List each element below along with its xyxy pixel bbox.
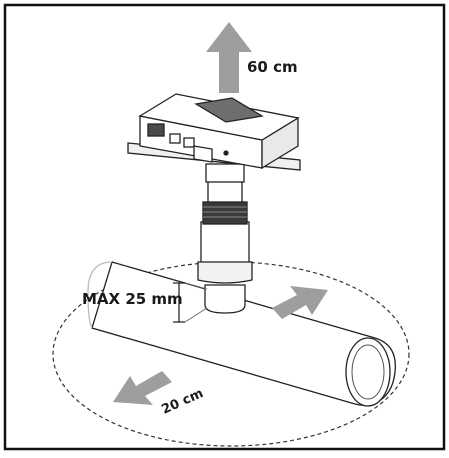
horizontal-clearance-label: 20 cm (160, 386, 206, 418)
flow-arrow-left-icon (113, 371, 172, 405)
frame-border (3, 3, 446, 451)
sensor-device (127, 93, 301, 171)
up-arrow-icon (206, 22, 252, 93)
probe-stem (197, 163, 253, 314)
flow-arrow-right-icon (272, 286, 328, 319)
max-insertion-label: MAX 25 mm (82, 290, 183, 308)
pipe (87, 261, 396, 407)
vertical-clearance-label: 60 cm (247, 58, 298, 76)
insertion-dimension (173, 282, 208, 323)
